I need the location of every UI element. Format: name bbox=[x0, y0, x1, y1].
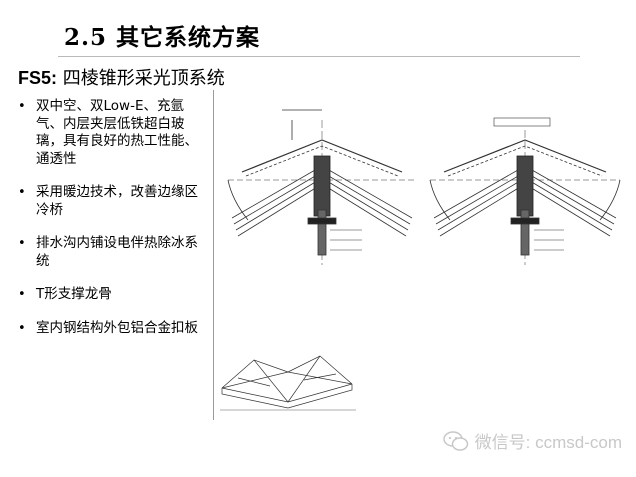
wechat-icon bbox=[442, 430, 468, 451]
ridge-section-drawing-right bbox=[429, 117, 621, 265]
subtitle: FS5: 四棱锥形采光顶系统 bbox=[18, 64, 225, 90]
ridge-section-drawing-left bbox=[227, 109, 416, 265]
column-divider bbox=[213, 90, 214, 420]
title-divider bbox=[58, 56, 580, 57]
bullet-item: 排水沟内铺设电伴热除冰系统 bbox=[14, 235, 210, 270]
watermark-text: 微信号: ccmsd-com bbox=[474, 433, 622, 452]
slide-title: 2.5 其它系统方案 bbox=[64, 24, 261, 51]
bullet-item: 室内钢结构外包铝合金扣板 bbox=[14, 320, 210, 338]
bullet-item: 采用暖边技术，改善边缘区冷桥 bbox=[14, 184, 210, 219]
subtitle-code: FS5: bbox=[18, 68, 58, 88]
bullet-item: T形支撑龙骨 bbox=[14, 286, 210, 304]
bullet-item: 双中空、双Low-E、充氩气、内层夹层低铁超白玻璃，具有良好的热工性能、通透性 bbox=[14, 98, 210, 168]
pyramid-skylight-3d-drawing bbox=[220, 355, 356, 411]
subtitle-text: 四棱锥形采光顶系统 bbox=[57, 68, 225, 89]
bullet-list: 双中空、双Low-E、充氩气、内层夹层低铁超白玻璃，具有良好的热工性能、通透性 … bbox=[14, 98, 210, 353]
watermark: 微信号: ccmsd-com bbox=[442, 428, 622, 453]
